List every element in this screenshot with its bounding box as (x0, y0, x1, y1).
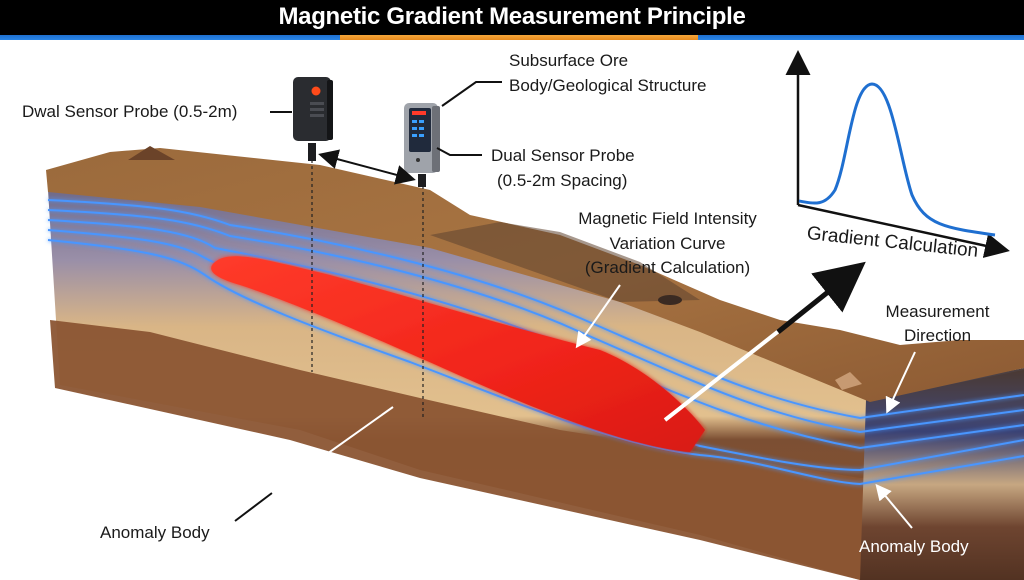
right-sensor-probe (404, 103, 440, 187)
rock (658, 295, 682, 305)
title-bar: Magnetic Gradient Measurement Principle (0, 0, 1024, 35)
left-sensor-probe (293, 77, 333, 161)
label-direction-line2: Direction (903, 326, 972, 345)
label-left-probe: Dwal Sensor Probe (0.5-2m) (22, 102, 238, 121)
label-direction-line1: Measurement (885, 302, 990, 321)
label-curve-line1: Magnetic Field Intensity (578, 209, 757, 228)
ground-surface (46, 148, 1024, 402)
leader-anomaly-right (875, 483, 913, 529)
label-dual-probe-line1: Dual Sensor Probe (491, 146, 635, 165)
title-underline-accent (340, 35, 698, 40)
label-curve-line3: (Gradient Calculation) (584, 258, 751, 277)
leader-dual-probe (436, 147, 482, 156)
label-ore-body-line2: Body/Geological Structure (509, 76, 707, 95)
page-title: Magnetic Gradient Measurement Principle (278, 3, 746, 30)
label-anomaly-left: Anomaly Body (100, 523, 210, 542)
rock (128, 146, 175, 160)
plateau-shadow (430, 222, 700, 302)
deep-soil-layer (50, 320, 1024, 580)
indicator-light (311, 86, 321, 96)
inset-gradient-chart (785, 50, 1010, 258)
leader-curve (575, 284, 621, 349)
measurement-direction-arrow (776, 261, 866, 334)
label-ore-body-line1: Subsurface Ore (509, 51, 629, 70)
label-anomaly-right: Anomaly Body (859, 537, 969, 556)
label-curve-line2: Variation Curve (609, 234, 726, 253)
rock (835, 372, 862, 390)
label-dual-probe-line2: (0.5-2m Spacing) (497, 171, 628, 190)
leader-anomaly-left (234, 492, 273, 522)
anomaly-body (211, 256, 705, 452)
magnetic-field-lines (47, 199, 1024, 486)
spacing-arrow (318, 149, 416, 185)
inset-x-axis (797, 203, 1010, 258)
end-face (860, 368, 1024, 580)
leader-ore-body (441, 81, 502, 107)
inset-gradient-curve (798, 82, 996, 237)
leader-measurement-direction (885, 351, 916, 414)
measurement-direction-arrow-white (663, 328, 782, 422)
